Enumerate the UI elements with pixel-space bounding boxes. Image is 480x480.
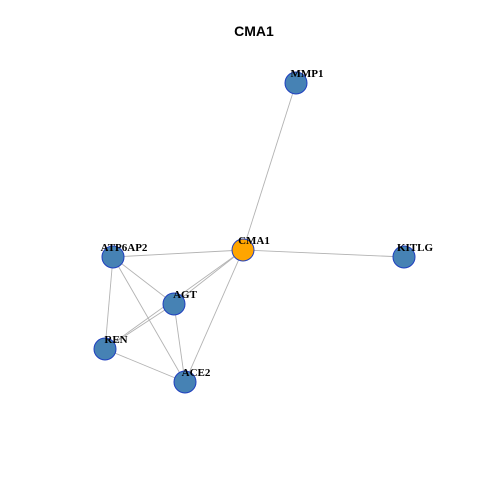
edge-cma1-ace2 xyxy=(184,249,244,383)
edge-cma1-mmp1 xyxy=(242,82,297,251)
node-layer xyxy=(93,71,416,394)
node-agt[interactable] xyxy=(162,292,186,316)
edge-cma1-agt xyxy=(173,249,244,305)
node-mmp1[interactable] xyxy=(284,71,308,95)
node-ren[interactable] xyxy=(93,337,117,361)
edge-cma1-kitlg xyxy=(242,249,405,258)
node-atp6ap2[interactable] xyxy=(101,245,125,269)
node-label-cma1: CMA1 xyxy=(238,235,270,247)
node-label-mmp1: MMP1 xyxy=(291,68,324,80)
edge-atp6ap2-ace2 xyxy=(112,256,186,383)
node-cma1[interactable] xyxy=(231,238,255,262)
node-ace2[interactable] xyxy=(173,370,197,394)
node-label-ace2: ACE2 xyxy=(182,367,211,379)
node-label-ren: REN xyxy=(104,334,127,346)
graph-title: CMA1 xyxy=(234,23,274,39)
edge-ren-ace2 xyxy=(104,348,186,383)
node-kitlg[interactable] xyxy=(392,245,416,269)
node-label-kitlg: KITLG xyxy=(397,242,434,254)
edge-cma1-atp6ap2 xyxy=(112,249,244,258)
edge-agt-ren xyxy=(104,303,175,350)
edge-layer xyxy=(104,82,405,383)
node-label-agt: AGT xyxy=(173,289,198,301)
edge-atp6ap2-ren xyxy=(104,256,114,350)
edge-agt-ace2 xyxy=(173,303,186,383)
node-label-atp6ap2: ATP6AP2 xyxy=(101,242,148,254)
edge-atp6ap2-agt xyxy=(112,256,175,305)
